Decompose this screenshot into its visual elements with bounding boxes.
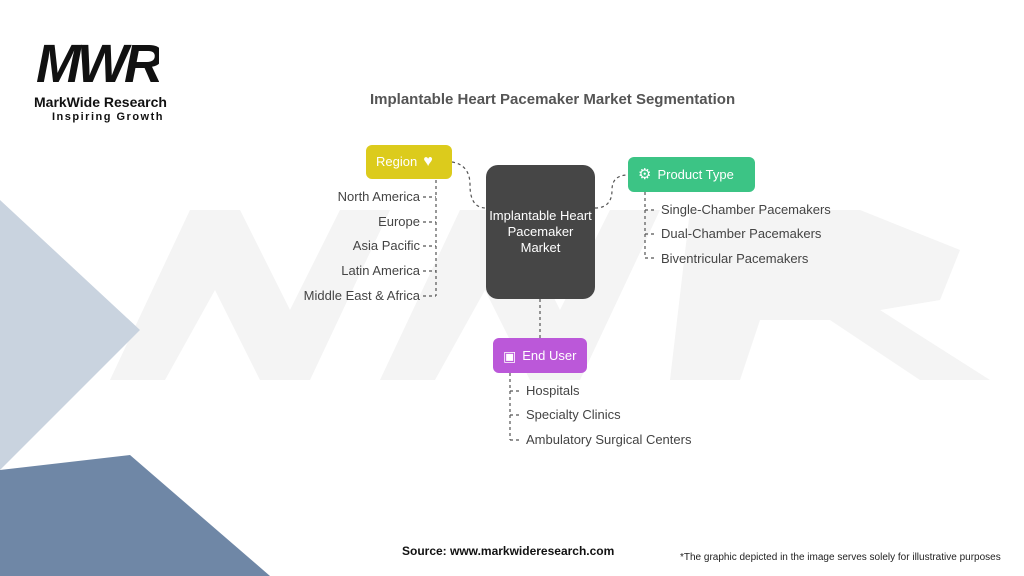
head-gear-icon: ⚙	[638, 165, 652, 183]
logo-name: MarkWide Research	[34, 94, 167, 110]
disclaimer-text: *The graphic depicted in the image serve…	[680, 552, 1001, 563]
product-item: Single-Chamber Pacemakers	[661, 202, 831, 217]
decor-shape-light	[0, 200, 140, 470]
end-user-item: Specialty Clinics	[526, 407, 621, 422]
product-type-label: Product Type	[657, 166, 734, 182]
heart-pulse-icon: ♥	[423, 153, 433, 170]
center-node: Implantable Heart Pacemaker Market	[486, 165, 595, 299]
monitor-heart-icon: ▣	[503, 347, 517, 364]
end-user-label: End User	[522, 347, 577, 363]
region-item: Europe	[378, 214, 420, 229]
decor-shape-dark	[0, 455, 270, 576]
region-item: Middle East & Africa	[303, 288, 420, 303]
logo-mark: MWR	[36, 36, 159, 92]
logo-tagline: Inspiring Growth	[52, 111, 164, 123]
region-item: Asia Pacific	[352, 238, 420, 253]
connectors	[423, 161, 657, 441]
end-user-node: ▣ End User	[493, 338, 587, 373]
region-node: Region ♥	[366, 145, 452, 179]
product-item: Biventricular Pacemakers	[661, 251, 809, 266]
product-type-node: ⚙ Product Type	[628, 157, 755, 192]
region-label: Region	[376, 154, 418, 169]
source-text: Source: www.markwideresearch.com	[402, 544, 615, 558]
product-item: Dual-Chamber Pacemakers	[661, 226, 822, 241]
diagram-title: Implantable Heart Pacemaker Market Segme…	[370, 91, 736, 108]
end-user-item: Hospitals	[526, 383, 580, 398]
region-item: North America	[337, 189, 420, 204]
region-item: Latin America	[341, 263, 420, 278]
end-user-item: Ambulatory Surgical Centers	[526, 432, 692, 447]
